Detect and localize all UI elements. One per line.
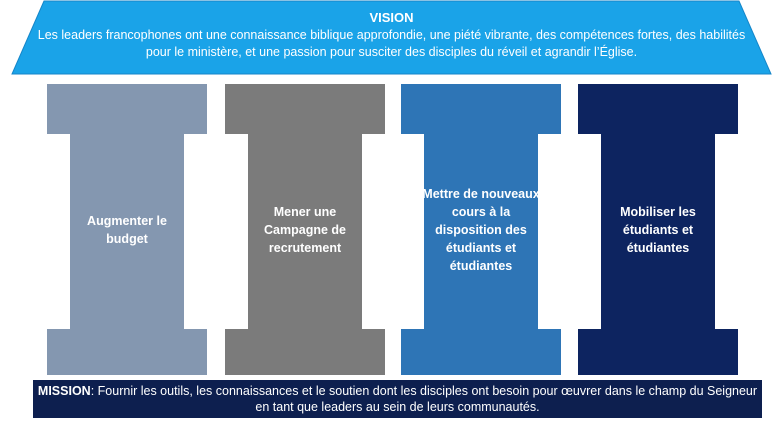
mission-label: MISSION [37, 384, 91, 398]
pillar-label: Mettre de nouveaux cours à la dispositio… [422, 186, 540, 273]
pillar-label: Mobiliser les étudiants et étudiantes [620, 204, 696, 255]
roof-shape [11, 0, 772, 75]
pillar-shape [401, 84, 561, 375]
pillar-label: Augmenter le budget [87, 213, 167, 246]
vision-block: VISION Les leaders francophones ont une … [30, 9, 753, 61]
pillar-3: Mettre de nouveaux cours à la dispositio… [401, 84, 561, 375]
pillar-shape [578, 84, 738, 375]
pillar-shape [47, 84, 207, 375]
pillar-shape [225, 84, 385, 375]
vision-title: VISION [369, 10, 414, 25]
mission-banner: MISSION: Fournir les outils, les connais… [33, 380, 762, 418]
pillar-1: Augmenter le budget [47, 84, 207, 375]
mission-text: : Fournir les outils, les connaissances … [90, 384, 758, 414]
vision-text: Les leaders francophones ont une connais… [37, 28, 746, 59]
pillar-label: Mener une Campagne de recrutement [264, 204, 346, 255]
pillar-4: Mobiliser les étudiants et étudiantes [578, 84, 738, 375]
pillar-2: Mener une Campagne de recrutement [225, 84, 385, 375]
vision-roof: VISION Les leaders francophones ont une … [0, 0, 783, 76]
